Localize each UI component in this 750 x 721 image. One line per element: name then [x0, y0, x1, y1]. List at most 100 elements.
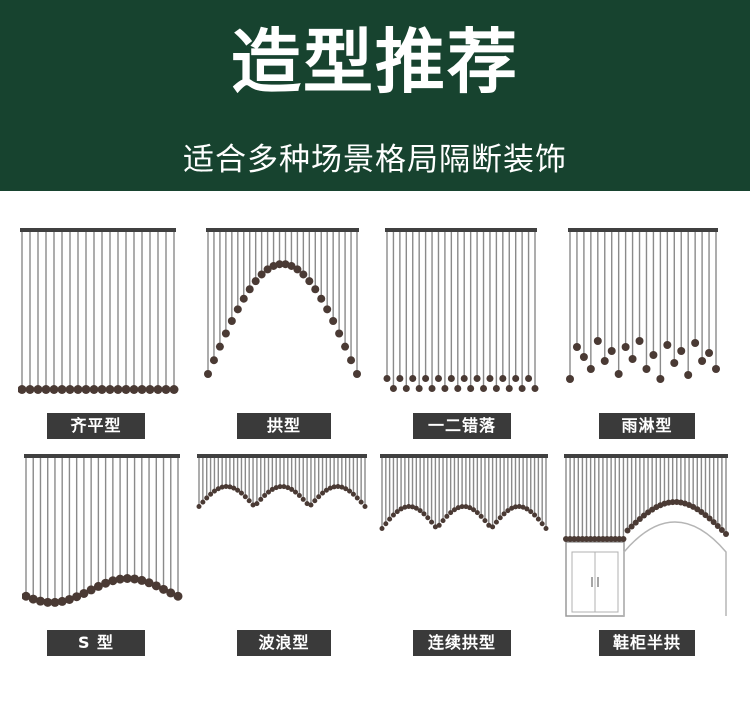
bead — [415, 385, 423, 392]
bead — [335, 329, 344, 338]
bead — [718, 526, 725, 533]
curtain-rail — [380, 454, 548, 458]
bead — [151, 581, 161, 591]
bead — [463, 504, 469, 510]
bead — [354, 495, 360, 501]
bead — [269, 486, 275, 492]
bead — [587, 536, 594, 542]
bead — [341, 342, 350, 351]
bead — [396, 375, 404, 382]
bead — [304, 501, 310, 507]
bead — [287, 261, 296, 270]
bead — [714, 522, 721, 529]
bead — [486, 375, 494, 382]
bead — [604, 536, 611, 542]
bead — [296, 492, 302, 498]
bead — [583, 536, 590, 542]
bead — [18, 385, 27, 394]
bead — [505, 385, 513, 392]
bead — [383, 521, 389, 527]
bead — [490, 524, 496, 530]
bead — [235, 487, 241, 493]
bead — [293, 489, 299, 495]
bead — [251, 277, 260, 286]
bead — [153, 385, 163, 394]
bead — [209, 356, 218, 365]
bead — [379, 526, 385, 531]
bead — [105, 385, 115, 394]
bead — [28, 594, 38, 604]
bead — [289, 486, 295, 492]
bead — [705, 349, 714, 357]
banner-title: 造型推荐 — [231, 20, 519, 103]
bead — [698, 508, 705, 515]
bead — [49, 385, 59, 394]
bead — [614, 370, 623, 378]
bead — [620, 536, 627, 542]
bead — [444, 513, 450, 519]
bead — [121, 385, 131, 394]
bead — [428, 385, 436, 392]
bead — [275, 260, 284, 269]
bead — [520, 504, 526, 510]
bead — [621, 343, 630, 351]
bead — [169, 385, 179, 394]
bead — [215, 342, 224, 351]
bead — [422, 375, 430, 382]
bead — [467, 505, 473, 511]
style-label-wave: 波浪型 — [237, 630, 331, 656]
bead — [308, 502, 314, 508]
bead — [440, 518, 446, 524]
bead — [624, 527, 631, 534]
bead — [343, 486, 349, 492]
bead — [262, 492, 268, 498]
bead — [474, 510, 480, 516]
bead — [677, 347, 686, 355]
bead — [471, 507, 477, 513]
bead — [640, 512, 647, 519]
bead — [563, 536, 569, 542]
diagram-continuous-arch — [379, 454, 549, 531]
bead — [394, 509, 400, 515]
bead — [712, 365, 720, 373]
bead — [208, 491, 214, 497]
bead — [429, 519, 435, 525]
bead — [607, 347, 616, 355]
bead — [115, 574, 125, 584]
bead — [72, 592, 82, 602]
bead — [221, 329, 230, 338]
half-arch-opening — [623, 521, 727, 616]
bead — [300, 496, 306, 502]
bead — [223, 484, 229, 490]
bead — [575, 536, 582, 542]
bead — [600, 357, 609, 365]
curtain-rail — [20, 228, 176, 232]
bead — [257, 270, 266, 279]
bead — [335, 484, 341, 490]
bead — [281, 484, 287, 490]
bead — [79, 588, 89, 598]
bead — [219, 484, 225, 490]
bead — [539, 521, 545, 527]
bead — [285, 485, 291, 491]
bead — [57, 596, 67, 606]
bead — [608, 536, 615, 542]
bead — [211, 488, 217, 494]
banner-subtitle: 适合多种场景格局隔断装饰 — [183, 142, 567, 178]
bead — [166, 588, 176, 598]
diagram-arch — [204, 228, 361, 378]
bead — [492, 385, 500, 392]
bead — [231, 485, 237, 491]
bead — [663, 341, 672, 349]
bead — [535, 516, 541, 522]
style-label-rain: 雨淋型 — [599, 413, 695, 439]
bead — [339, 484, 345, 490]
bead — [137, 385, 147, 394]
bead — [122, 574, 132, 584]
bead — [43, 597, 53, 607]
bead — [113, 385, 123, 394]
bead — [593, 337, 602, 345]
bead — [65, 385, 75, 394]
bead — [402, 504, 408, 510]
bead — [242, 494, 248, 500]
